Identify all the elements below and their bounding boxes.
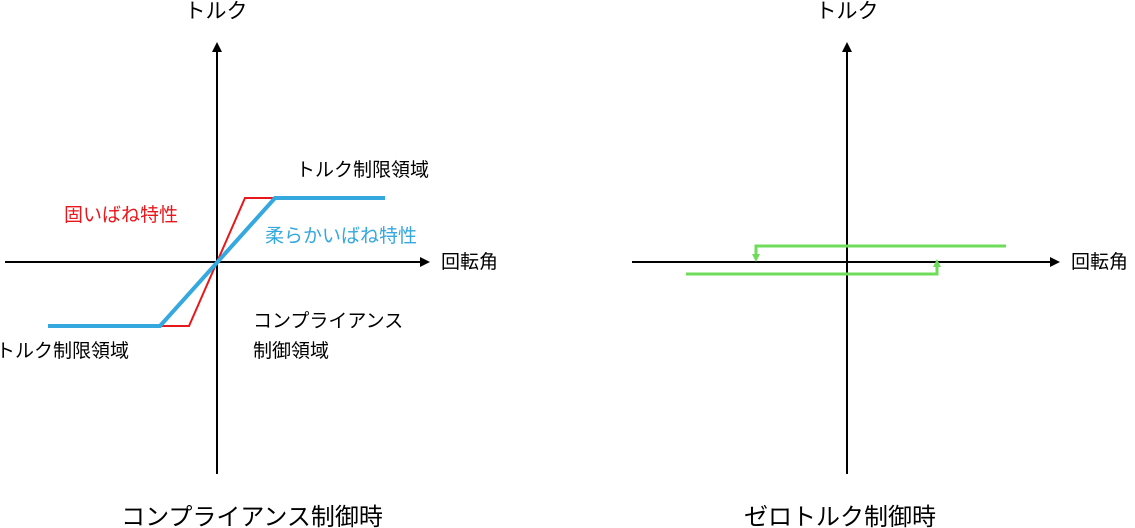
torque-limit-lower-label: トルク制限領域 [0, 340, 129, 362]
stiff-spring-label: 固いばね特性 [64, 204, 178, 226]
soft-spring-curve [48, 196, 385, 328]
left-caption: コンプライアンス制御時 [121, 503, 383, 528]
right-x-axis-label: 回転角 [1071, 251, 1128, 273]
compliance-region-label-line1: コンプライアンス [253, 310, 403, 332]
zero-torque-upper-path [752, 244, 1006, 262]
torque-limit-upper-label: トルク制限領域 [296, 159, 429, 181]
left-x-axis-label: 回転角 [441, 251, 498, 273]
right-y-axis-label: トルク [816, 0, 879, 23]
right-caption: ゼロトルク制御時 [744, 503, 936, 528]
compliance-region-label-line2: 制御領域 [253, 340, 329, 362]
zero-torque-lower-path [686, 259, 941, 276]
left-y-axis-label: トルク [185, 0, 248, 23]
soft-spring-label: 柔らかいばね特性 [265, 225, 417, 247]
left-diagram: トルク 回転角 トルク制限領域 トルク制限領域 固いばね特性 柔らかいばね特性 … [0, 0, 498, 528]
right-diagram: トルク 回転角 ゼロトルク制御時 [632, 0, 1128, 528]
